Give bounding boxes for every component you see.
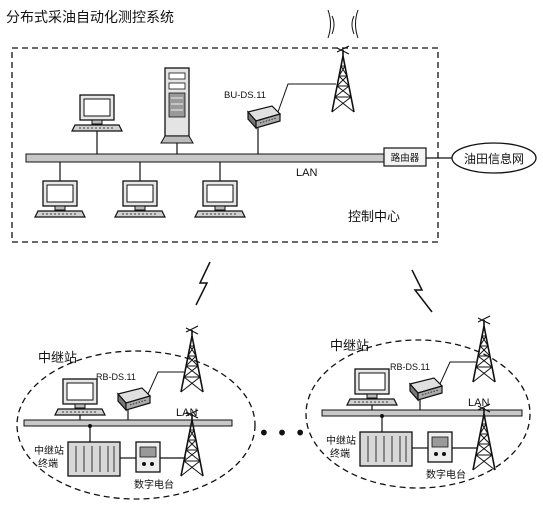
rb-ds11-right-modem-icon — [409, 377, 443, 401]
oilfield-network-node — [451, 142, 537, 174]
relay-right-digital-station-label: 数字电台 — [426, 468, 466, 481]
relay-left-terminal-label-line1: 中继站 — [34, 444, 64, 457]
bu-ds11-label: BU-DS.11 — [224, 90, 266, 101]
lower-workstation-2-icon — [114, 180, 166, 218]
wireless-link-left-icon — [195, 261, 211, 306]
diagram-title: 分布式采油自动化测控系统 — [6, 10, 174, 26]
relay-right-upper-tower-icon — [472, 315, 496, 383]
router-label: 路由器 — [391, 152, 420, 164]
relay-station-right-label: 中继站 — [330, 339, 369, 354]
relay-left-digital-station-label: 数字电台 — [134, 478, 174, 491]
relay-left-pc-icon — [54, 378, 106, 416]
control-center-boundary — [11, 47, 439, 243]
relay-right-terminal-icon — [359, 431, 413, 467]
upper-workstation-icon — [71, 94, 123, 132]
rb-ds11-left-label: RB-DS.11 — [96, 372, 136, 382]
router-box — [383, 147, 427, 167]
oilfield-network-label: 油田信息网 — [464, 151, 524, 166]
control-center-tower-icon — [331, 45, 355, 113]
lower-workstation-3-icon — [194, 180, 246, 218]
radio-signal-icon — [327, 9, 359, 39]
relay-right-terminal-label-line1: 中继站 — [326, 434, 356, 447]
relay-station-right-boundary — [305, 339, 531, 489]
relay-right-terminal-label-line2: 终端 — [330, 447, 350, 460]
rb-ds11-left-modem-icon — [117, 387, 151, 411]
relay-left-terminal-label-line2: 终端 — [38, 457, 58, 470]
relay-station-right-lan-bus — [321, 409, 523, 417]
lower-workstation-1-icon — [34, 180, 86, 218]
control-center-lan-label: LAN — [296, 167, 317, 179]
relay-station-left-boundary — [16, 350, 256, 500]
control-center-lan-bus — [25, 153, 385, 163]
server-icon — [160, 67, 194, 144]
relay-station-right-lan-label: LAN — [468, 397, 489, 409]
relay-station-left: 中继站 LAN RB-DS.11 中继站 终端 数字电 — [16, 325, 256, 500]
wireless-link-right-icon — [411, 269, 433, 313]
more-stations-ellipsis: • • • — [258, 421, 306, 445]
relay-left-upper-tower-icon — [180, 325, 204, 393]
relay-right-pc-icon — [346, 368, 398, 406]
relay-right-digital-radio-icon — [427, 431, 453, 463]
relay-station-right: 中继站 LAN RB-DS.11 中继站 终端 数字电 — [305, 315, 531, 489]
rb-ds11-right-label: RB-DS.11 — [390, 362, 430, 372]
relay-left-terminal-icon — [67, 441, 121, 477]
control-center-label: 控制中心 — [348, 210, 400, 225]
relay-station-left-label: 中继站 — [38, 351, 77, 366]
relay-left-digital-radio-icon — [135, 441, 161, 473]
bu-ds11-modem-icon — [247, 105, 281, 129]
relay-station-left-lan-bus — [23, 419, 233, 427]
